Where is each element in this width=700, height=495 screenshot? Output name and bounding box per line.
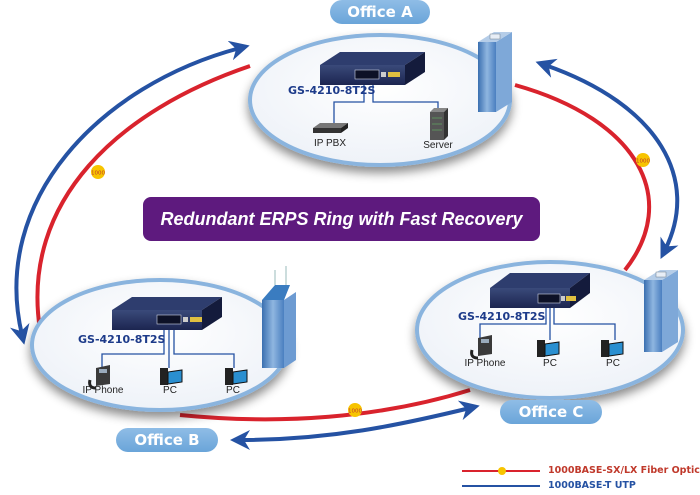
pc-icon — [537, 340, 560, 357]
speed-badge: 1000 — [91, 165, 105, 179]
speed-badge-text: 1000 — [91, 171, 105, 177]
office-a-label: Office A — [330, 0, 430, 24]
utp-link-a-c — [535, 58, 680, 259]
legend-fiber-label: 1000BASE-SX/LX Fiber Optic — [548, 465, 700, 476]
legend-fiber-badge — [498, 467, 506, 475]
pc-icon — [225, 368, 248, 385]
speed-badge: 1000 — [348, 403, 362, 417]
device-label: PC — [226, 385, 240, 396]
utp-link-b-c — [230, 400, 480, 450]
switch-icon — [490, 273, 590, 308]
ip-phone-icon — [88, 365, 110, 390]
device-label: IP PBX — [313, 138, 347, 149]
speed-badge: 1000 — [636, 153, 650, 167]
fiber-link-a-c — [514, 83, 652, 272]
device-label: PC — [163, 385, 177, 396]
ip-pbx-icon — [313, 123, 348, 133]
office-a-switch-model: GS-4210-8T2S — [288, 84, 376, 97]
office-building-icon — [262, 266, 296, 368]
office-c-switch-model: GS-4210-8T2S — [458, 310, 546, 323]
office-b-label: Office B — [116, 428, 218, 452]
pc-icon — [160, 368, 183, 385]
device-label: PC — [606, 358, 620, 369]
office-b-switch-model: GS-4210-8T2S — [78, 333, 166, 346]
switch-icon — [320, 52, 425, 85]
speed-badge-text: 1000 — [636, 159, 650, 165]
utp-links — [9, 40, 680, 450]
speed-badge-text: 1000 — [348, 409, 362, 415]
device-label: Server — [423, 140, 453, 151]
server-icon — [430, 108, 448, 140]
ip-phone-icon — [470, 335, 492, 360]
legend-utp-label: 1000BASE-T UTP — [548, 480, 636, 491]
device-label: PC — [543, 358, 557, 369]
office-b-zone — [30, 266, 296, 412]
pc-icon — [601, 340, 624, 357]
device-label: IP Phone — [82, 385, 124, 396]
office-c-label: Office C — [500, 400, 602, 424]
office-c-zone — [415, 260, 685, 400]
legend — [462, 467, 540, 487]
office-building-icon — [478, 32, 512, 112]
device-label: IP Phone — [464, 358, 506, 369]
diagram-title-banner: Redundant ERPS Ring with Fast Recovery — [143, 197, 540, 241]
office-building-icon — [644, 270, 678, 352]
switch-icon — [112, 297, 222, 330]
office-a-zone — [248, 32, 512, 167]
utp-link-a-b — [9, 40, 250, 345]
